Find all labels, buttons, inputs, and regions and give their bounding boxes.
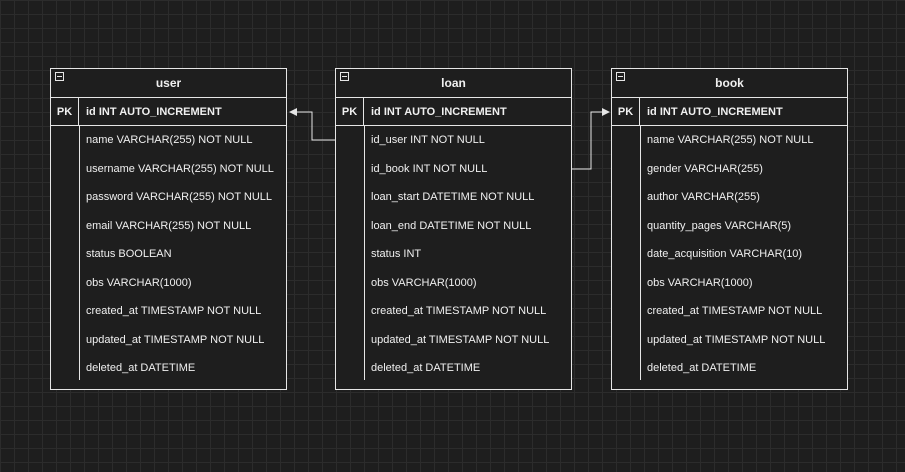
column-row[interactable]: created_at TIMESTAMP NOT NULL xyxy=(86,305,262,317)
column-row[interactable]: obs VARCHAR(1000) xyxy=(86,276,192,289)
table-book[interactable]: book PK id INT AUTO_INCREMENT name VARCH… xyxy=(611,68,848,390)
column-row[interactable]: name VARCHAR(255) NOT NULL xyxy=(647,134,814,146)
collapse-icon[interactable] xyxy=(616,72,625,81)
column-row[interactable]: deleted_at DATETIME xyxy=(371,362,481,374)
column-row[interactable]: password VARCHAR(255) NOT NULL xyxy=(86,191,273,203)
column-row[interactable]: updated_at TIMESTAMP NOT NULL xyxy=(647,333,826,346)
column-row[interactable]: status INT xyxy=(371,248,422,260)
table-header[interactable]: book xyxy=(612,69,847,98)
column-row[interactable]: obs VARCHAR(1000) xyxy=(371,276,477,289)
pk-label: PK xyxy=(336,98,364,125)
pk-column: id INT AUTO_INCREMENT xyxy=(86,105,222,118)
table-header[interactable]: user xyxy=(51,69,286,98)
column-row[interactable]: obs VARCHAR(1000) xyxy=(647,276,753,289)
column-list: id_user INT NOT NULL id_book INT NOT NUL… xyxy=(336,126,571,388)
column-row[interactable]: name VARCHAR(255) NOT NULL xyxy=(86,134,253,146)
column-row[interactable]: loan_start DATETIME NOT NULL xyxy=(371,191,535,203)
column-row[interactable]: id_user INT NOT NULL xyxy=(371,134,485,146)
column-row[interactable]: gender VARCHAR(255) xyxy=(647,162,763,175)
column-row[interactable]: deleted_at DATETIME xyxy=(647,362,757,374)
table-title: loan xyxy=(441,76,466,90)
pk-column: id INT AUTO_INCREMENT xyxy=(647,105,783,118)
column-row[interactable]: created_at TIMESTAMP NOT NULL xyxy=(647,305,823,317)
column-row[interactable]: status BOOLEAN xyxy=(86,248,172,260)
column-row[interactable]: email VARCHAR(255) NOT NULL xyxy=(86,219,252,232)
column-row[interactable]: id_book INT NOT NULL xyxy=(371,162,488,175)
pk-column: id INT AUTO_INCREMENT xyxy=(371,105,507,118)
primary-key-row[interactable]: PK id INT AUTO_INCREMENT xyxy=(336,98,571,126)
primary-key-row[interactable]: PK id INT AUTO_INCREMENT xyxy=(51,98,286,126)
table-user[interactable]: user PK id INT AUTO_INCREMENT name VARCH… xyxy=(50,68,287,390)
pk-label: PK xyxy=(612,98,640,125)
table-title: user xyxy=(155,76,182,90)
column-row[interactable]: quantity_pages VARCHAR(5) xyxy=(647,219,792,232)
primary-key-row[interactable]: PK id INT AUTO_INCREMENT xyxy=(612,98,847,126)
table-header[interactable]: loan xyxy=(336,69,571,98)
connector-loan-book[interactable] xyxy=(572,111,602,170)
column-row[interactable]: deleted_at DATETIME xyxy=(86,362,196,374)
pk-label: PK xyxy=(51,98,79,125)
arrow-head-icon xyxy=(289,108,297,116)
connector-loan-user[interactable] xyxy=(290,111,336,141)
column-row[interactable]: author VARCHAR(255) xyxy=(647,191,760,203)
column-row[interactable]: loan_end DATETIME NOT NULL xyxy=(371,219,532,232)
column-row[interactable]: updated_at TIMESTAMP NOT NULL xyxy=(371,333,550,346)
table-loan[interactable]: loan PK id INT AUTO_INCREMENT id_user IN… xyxy=(335,68,572,390)
collapse-icon[interactable] xyxy=(340,72,349,81)
column-row[interactable]: date_acquisition VARCHAR(10) xyxy=(647,248,803,260)
column-row[interactable]: created_at TIMESTAMP NOT NULL xyxy=(371,305,547,317)
table-title: book xyxy=(715,76,744,90)
column-row[interactable]: updated_at TIMESTAMP NOT NULL xyxy=(86,333,265,346)
column-row[interactable]: username VARCHAR(255) NOT NULL xyxy=(86,162,274,175)
column-list: name VARCHAR(255) NOT NULL username VARC… xyxy=(51,126,286,388)
collapse-icon[interactable] xyxy=(55,72,64,81)
arrow-head-icon xyxy=(602,108,610,116)
column-list: name VARCHAR(255) NOT NULL gender VARCHA… xyxy=(612,126,847,388)
